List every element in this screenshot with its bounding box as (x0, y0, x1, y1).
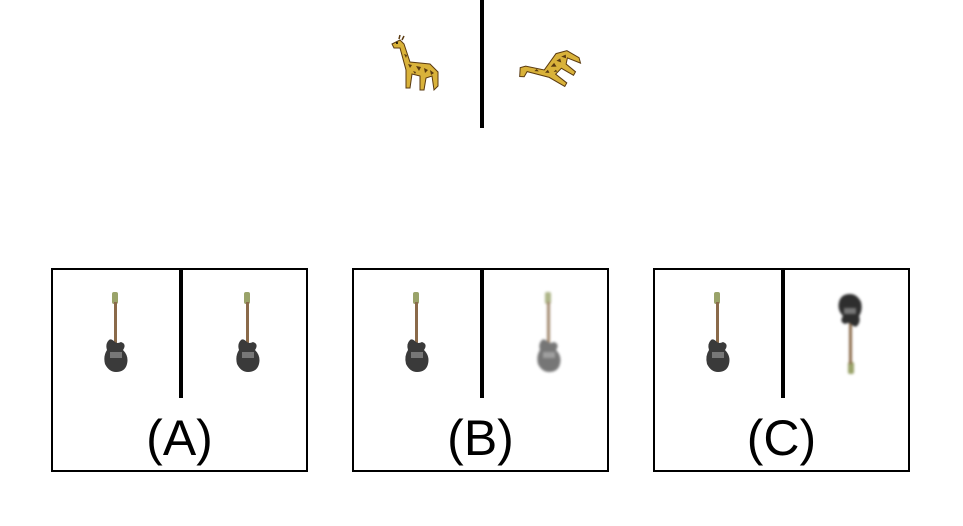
option-label: (A) (146, 410, 213, 466)
example-divider (480, 0, 484, 128)
bass-guitar-icon (405, 292, 429, 372)
bass-guitar-icon (236, 292, 260, 372)
option-b[interactable]: (B) (352, 268, 609, 472)
bass-guitar-icon (838, 294, 862, 374)
option-a[interactable]: (A) (51, 268, 308, 472)
option-b-divider (480, 270, 484, 398)
option-label: (B) (447, 410, 514, 466)
option-label: (C) (746, 410, 817, 466)
option-a-divider (179, 270, 183, 398)
option-c[interactable]: (C) (653, 268, 910, 472)
bass-guitar-icon (706, 292, 730, 372)
bass-guitar-icon (104, 292, 128, 372)
giraffe-icon (519, 50, 582, 88)
giraffe-icon (391, 34, 439, 92)
option-c-divider (781, 270, 785, 398)
example-pair (380, 0, 590, 130)
bass-guitar-icon (537, 292, 561, 372)
